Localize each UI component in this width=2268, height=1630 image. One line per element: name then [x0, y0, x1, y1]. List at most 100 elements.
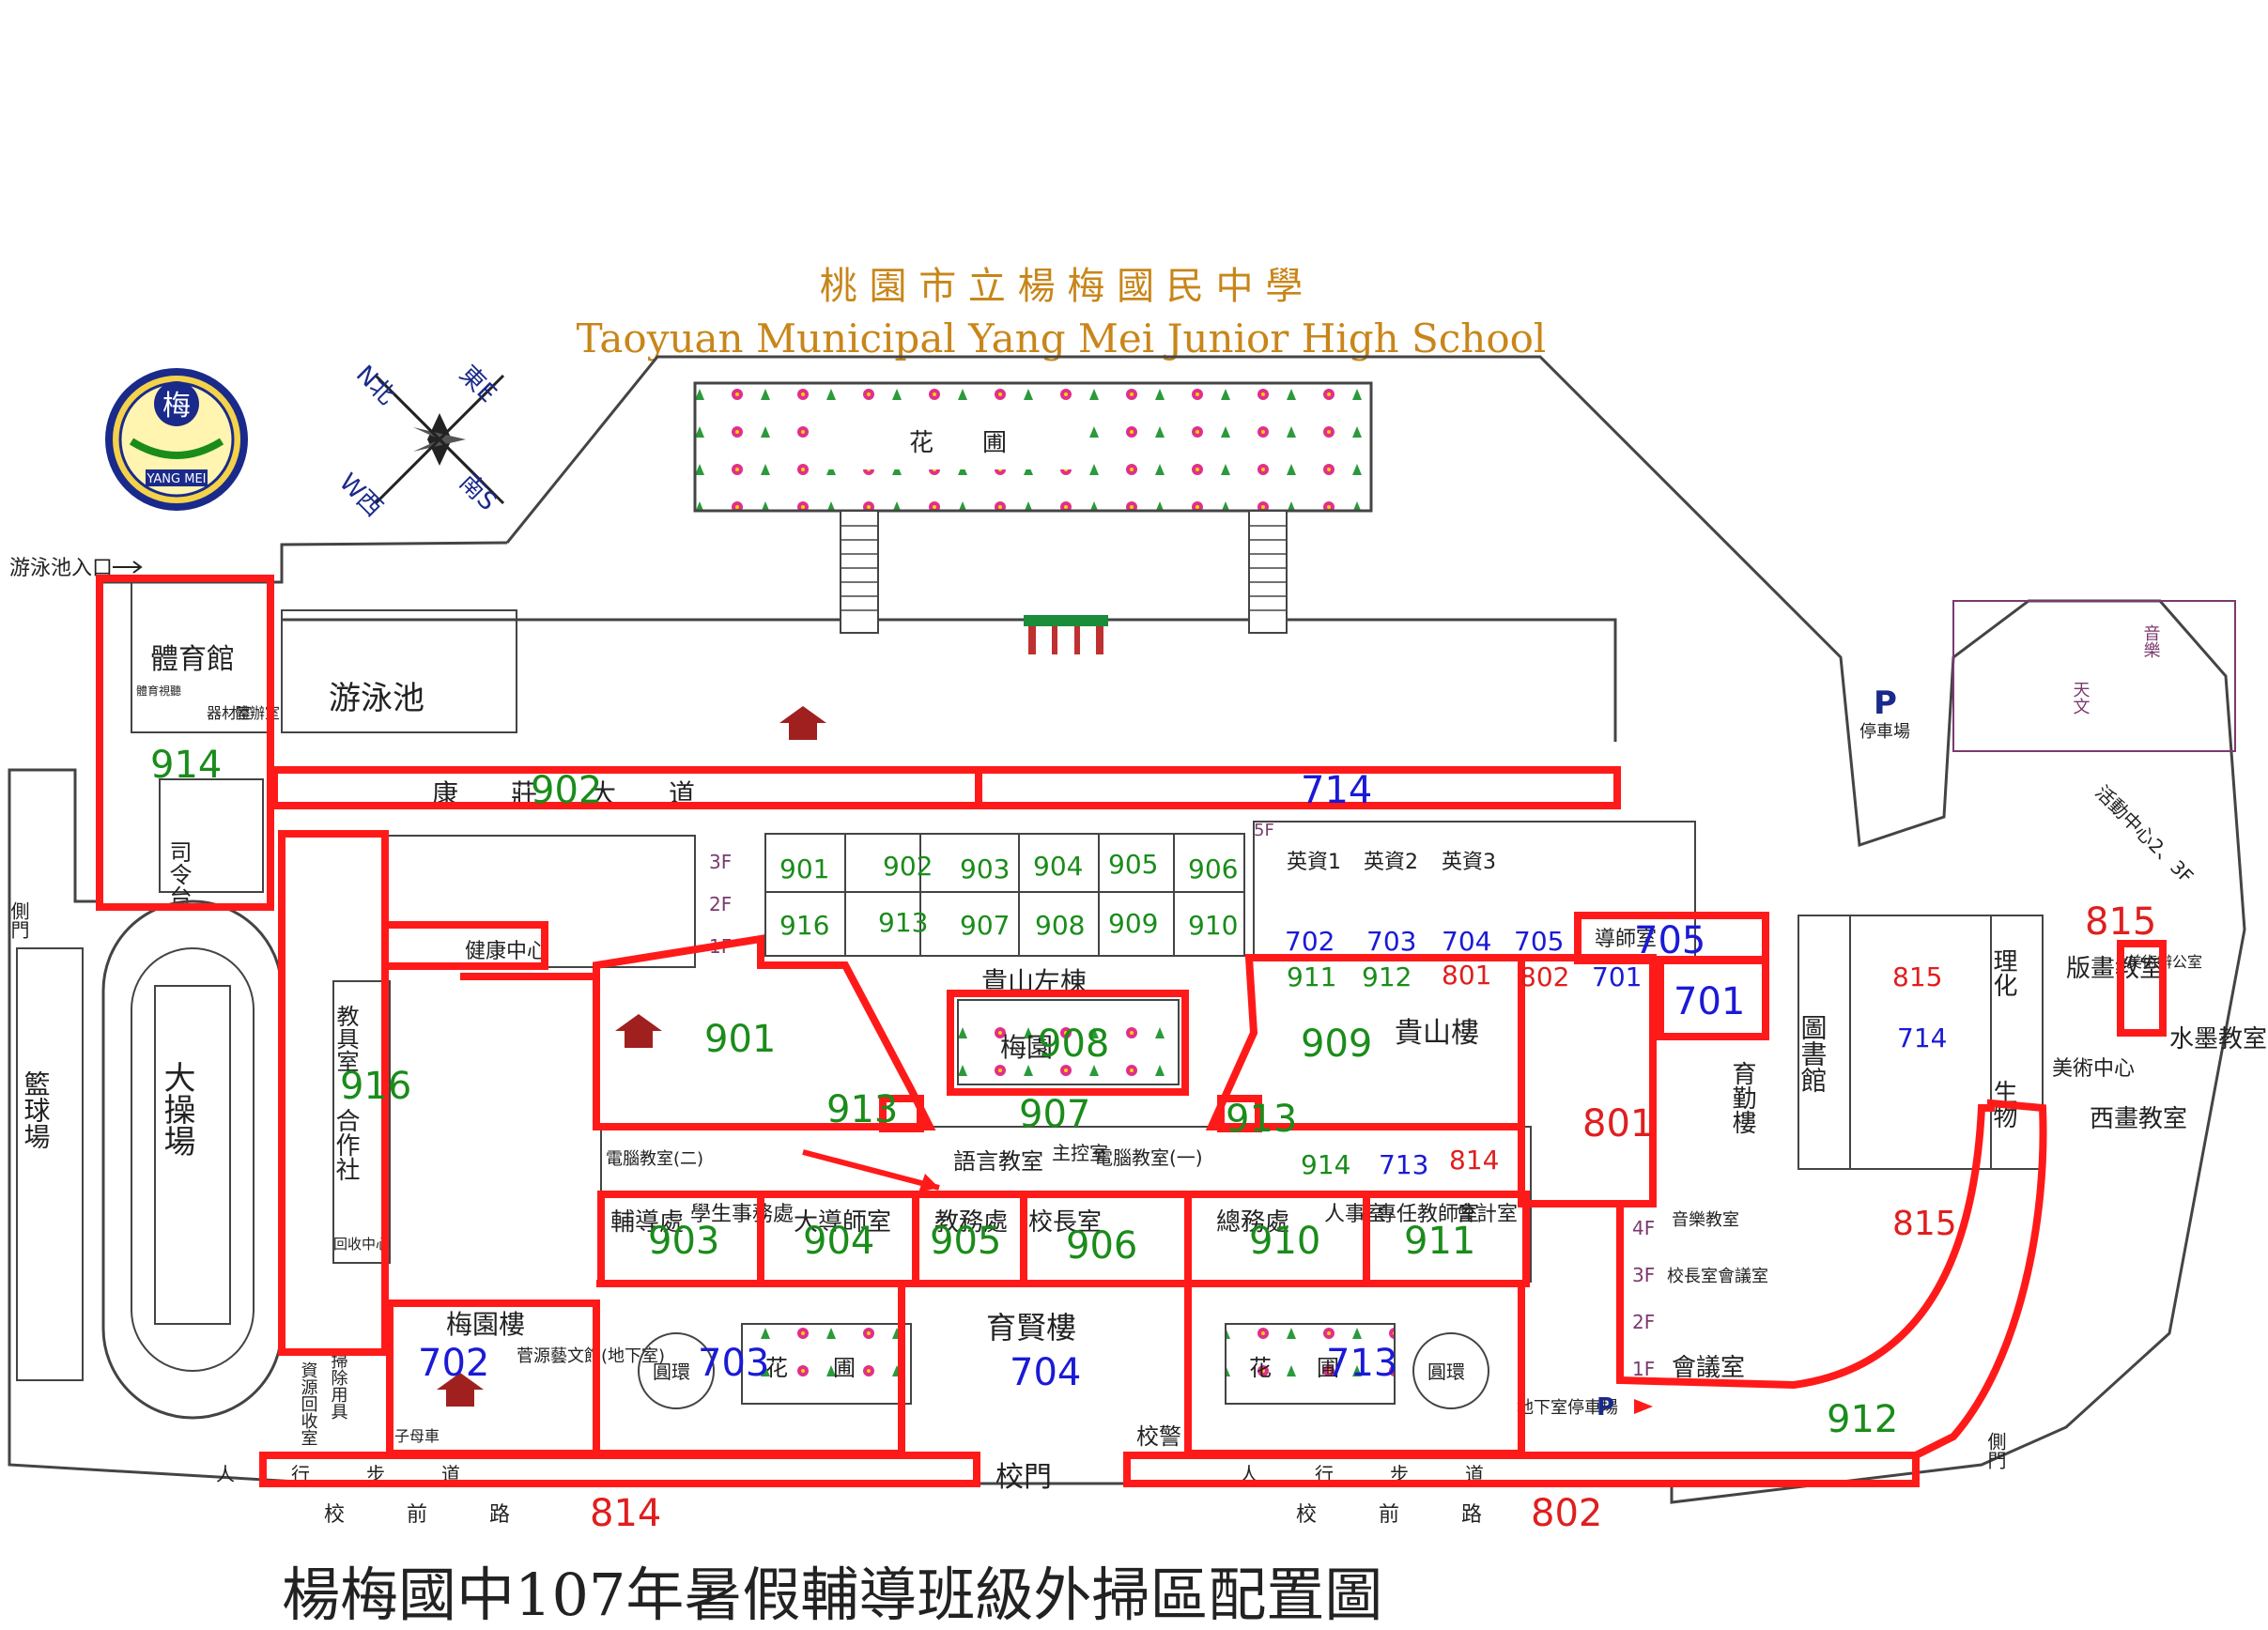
yingzi1-label: 英資1	[1287, 851, 1341, 874]
cleaning-zones	[96, 575, 2167, 1487]
zone-908-border	[947, 990, 1189, 1096]
basement-parking-label: 地下室停車場	[1517, 1398, 1618, 1418]
basement-parking-icon: P	[1597, 1393, 1614, 1422]
zone-916: 916	[340, 1065, 411, 1108]
resource-recycle-label: 資源回收室	[299, 1361, 318, 1446]
room-labels: 901 902 903 904 905 906 916 913 907 908 …	[779, 849, 1947, 1180]
zone-701-border	[1657, 956, 1769, 1040]
floor-3f-right: 3F	[1632, 1264, 1655, 1286]
room-815: 815	[1892, 961, 1942, 992]
zone-705: 705	[1634, 919, 1705, 962]
zone-908: 908	[1038, 1023, 1109, 1066]
side-gate-right: 側門	[1984, 1432, 2007, 1469]
room-910: 910	[1188, 910, 1238, 941]
zone-912: 912	[1827, 1398, 1898, 1441]
music-room-label: 音樂教室	[1672, 1210, 1739, 1230]
gym-sub3: 體育視聽	[136, 684, 181, 698]
parking-label: 停車場	[1859, 722, 1910, 742]
yingzi3-label: 英資3	[1442, 851, 1496, 874]
zone-802: 802	[1531, 1492, 1602, 1535]
accounting-label: 會計室	[1456, 1203, 1518, 1226]
pavilion-icon	[437, 1373, 484, 1407]
front-road-left: 校 前 路	[324, 1503, 510, 1527]
compass-w: W西	[333, 469, 388, 523]
guishan-label: 貴山樓	[1395, 1017, 1479, 1050]
music-top-label: 音樂	[2141, 624, 2161, 658]
floor-5f: 5F	[1254, 821, 1274, 840]
specialist-label: 專任教師室	[1376, 1203, 1479, 1226]
zone-701: 701	[1674, 980, 1745, 1023]
zone-907: 907	[1019, 1093, 1090, 1136]
yuqin-building-label: 育勤樓	[1728, 1061, 1756, 1134]
gym-label: 體育館	[150, 643, 235, 676]
cleaning-tools-label: 掃除用具	[329, 1352, 348, 1420]
zone-910: 910	[1249, 1220, 1320, 1263]
ring-right-label: 圓環	[1427, 1361, 1465, 1383]
room-802: 802	[1520, 961, 1569, 992]
western-room-label: 西畫教室	[2090, 1105, 2187, 1133]
zone-913b-border	[1217, 1095, 1262, 1132]
room-703: 703	[1366, 926, 1416, 957]
zone-914-border	[96, 575, 274, 911]
logo-char: 梅	[162, 390, 191, 423]
arrow-head-icon	[918, 1174, 939, 1192]
front-road-right: 校 前 路	[1296, 1503, 1482, 1527]
stairs-left	[840, 510, 1288, 634]
personnel-label: 人事室	[1324, 1203, 1386, 1226]
computer2-label: 電腦教室(二)	[606, 1149, 703, 1169]
principal-meeting-label: 校長室會議室	[1667, 1267, 1768, 1286]
compass-n: N北	[350, 361, 400, 410]
room-909: 909	[1108, 908, 1158, 939]
zone-health-border	[381, 921, 548, 970]
daoshi-label: 導師室	[1595, 928, 1657, 951]
room-714: 714	[1897, 1023, 1947, 1053]
garden-bottom-left-label: 花 圃	[765, 1355, 856, 1381]
recycle-center-label: 回收中心	[333, 1236, 390, 1253]
room-901: 901	[779, 853, 829, 884]
equipment-room-label: 教具室	[332, 1005, 359, 1072]
zone-814: 814	[590, 1492, 661, 1535]
academic-label: 教務處	[934, 1208, 1008, 1237]
room-916: 916	[779, 910, 829, 941]
zone-802-border	[1123, 1452, 1920, 1487]
room-904: 904	[1033, 851, 1083, 882]
zone-arrow	[802, 1149, 940, 1191]
floor-2f-right: 2F	[1632, 1311, 1655, 1333]
pavilion-icon	[615, 1014, 662, 1048]
room-713: 713	[1379, 1149, 1428, 1180]
zone-714-border	[975, 766, 1621, 809]
zone-909: 909	[1301, 1023, 1372, 1066]
meiyuan-building-label: 梅園樓	[446, 1309, 525, 1340]
school-logo: 梅 YANG MEI	[105, 368, 248, 511]
zone-913: 913	[826, 1088, 898, 1131]
zone-702: 702	[418, 1342, 489, 1385]
zone-713: 713	[1326, 1342, 1397, 1385]
garden-bottom-right-label: 花 圃	[1249, 1355, 1339, 1381]
parking-icon: P	[1874, 684, 1897, 722]
title-en: Taoyuan Municipal Yang Mei Junior High S…	[577, 315, 1547, 361]
coop-label: 合作社	[332, 1108, 360, 1181]
room-912: 912	[1362, 961, 1412, 992]
science-label: 理化	[1989, 948, 2017, 997]
zone-815b: 815	[1892, 1205, 1957, 1243]
zone-903: 903	[648, 1220, 719, 1263]
arrow-right-icon	[1634, 1399, 1653, 1414]
zone-801: 801	[1582, 1102, 1654, 1146]
room-905: 905	[1108, 849, 1158, 880]
room-814: 814	[1449, 1145, 1499, 1176]
zone-914: 914	[150, 744, 222, 787]
zone-714: 714	[1301, 769, 1372, 812]
zone-904: 904	[803, 1220, 874, 1263]
floor-3f: 3F	[709, 851, 732, 873]
zone-704: 704	[1010, 1351, 1081, 1394]
compass-icon: N北 東E W西 南S	[333, 361, 505, 523]
zone-912-border	[1616, 1099, 2047, 1459]
room-705: 705	[1514, 926, 1564, 957]
tianwen-label: 天文	[2071, 681, 2091, 715]
zone-labels: 914 902 714 916 901 908 909 913 907 913 …	[150, 744, 2156, 1535]
pool-label: 游泳池	[329, 680, 424, 717]
yuxian-building-label: 育賢樓	[986, 1310, 1076, 1346]
room-913: 913	[878, 907, 928, 938]
zone-905: 905	[930, 1220, 1001, 1263]
activity-center-label: 活動中心2、3F	[2091, 781, 2198, 888]
